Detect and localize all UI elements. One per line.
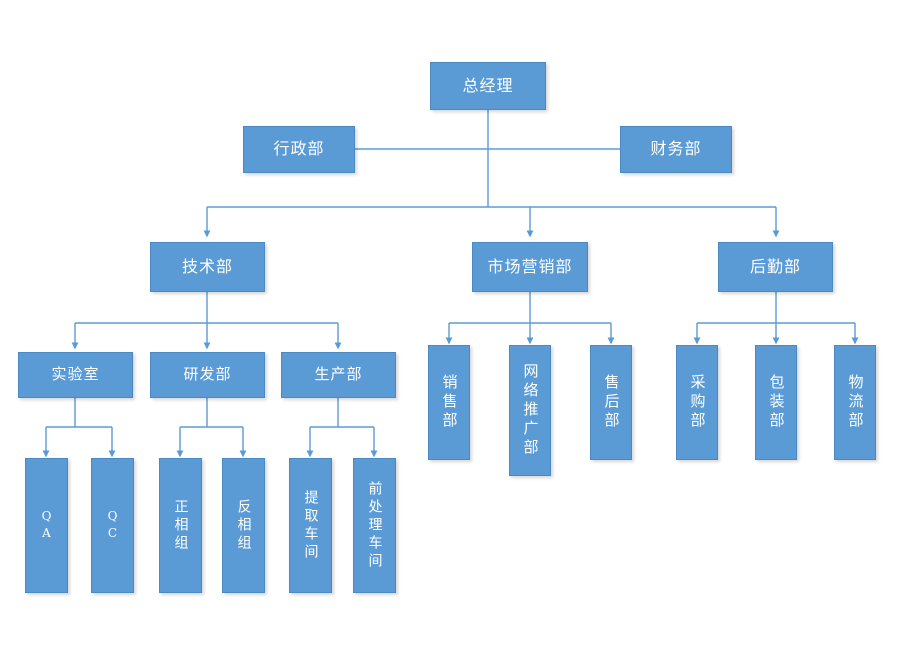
node-finance[interactable]: 财务部 (620, 126, 732, 173)
node-marketing[interactable]: 市场营销部 (472, 242, 588, 292)
node-sales[interactable]: 销售部 (428, 345, 470, 460)
node-general-manager[interactable]: 总经理 (430, 62, 546, 110)
node-purchasing[interactable]: 采购部 (676, 345, 718, 460)
node-label: QC (105, 508, 120, 543)
node-production[interactable]: 生产部 (281, 352, 396, 398)
node-label: 售后部 (602, 374, 621, 431)
node-label: 后勤部 (749, 256, 801, 276)
node-label: 销售部 (440, 374, 459, 431)
node-packaging[interactable]: 包装部 (755, 345, 797, 460)
node-qc[interactable]: QC (91, 458, 134, 593)
node-label: 正相组 (172, 498, 189, 553)
node-qa[interactable]: QA (25, 458, 68, 593)
node-logistics[interactable]: 后勤部 (718, 242, 833, 292)
node-label: 总经理 (462, 75, 514, 95)
node-distribution[interactable]: 物流部 (834, 345, 876, 460)
node-laboratory[interactable]: 实验室 (18, 352, 133, 398)
node-pretreatment-workshop[interactable]: 前处理车间 (353, 458, 396, 593)
node-administration[interactable]: 行政部 (243, 126, 355, 173)
node-label: 生产部 (314, 365, 363, 384)
node-label: 反相组 (235, 498, 252, 553)
node-normal-phase-group[interactable]: 正相组 (159, 458, 202, 593)
node-reverse-phase-group[interactable]: 反相组 (222, 458, 265, 593)
node-label: 技术部 (181, 256, 233, 276)
node-label: 行政部 (273, 139, 325, 159)
node-label: 财务部 (650, 139, 702, 159)
node-web-promotion[interactable]: 网络推广部 (509, 345, 551, 476)
node-label: 研发部 (183, 365, 232, 384)
node-label: 采购部 (688, 374, 707, 431)
node-technology[interactable]: 技术部 (150, 242, 265, 292)
node-label: 前处理车间 (366, 480, 383, 571)
node-research-development[interactable]: 研发部 (150, 352, 265, 398)
node-label: 提取车间 (302, 489, 319, 562)
node-label: 实验室 (51, 365, 100, 384)
node-extraction-workshop[interactable]: 提取车间 (289, 458, 332, 593)
node-after-sales[interactable]: 售后部 (590, 345, 632, 460)
node-label: QA (39, 508, 54, 543)
node-label: 物流部 (846, 374, 865, 431)
node-label: 包装部 (767, 374, 786, 431)
node-label: 网络推广部 (521, 363, 540, 458)
node-label: 市场营销部 (487, 256, 573, 276)
